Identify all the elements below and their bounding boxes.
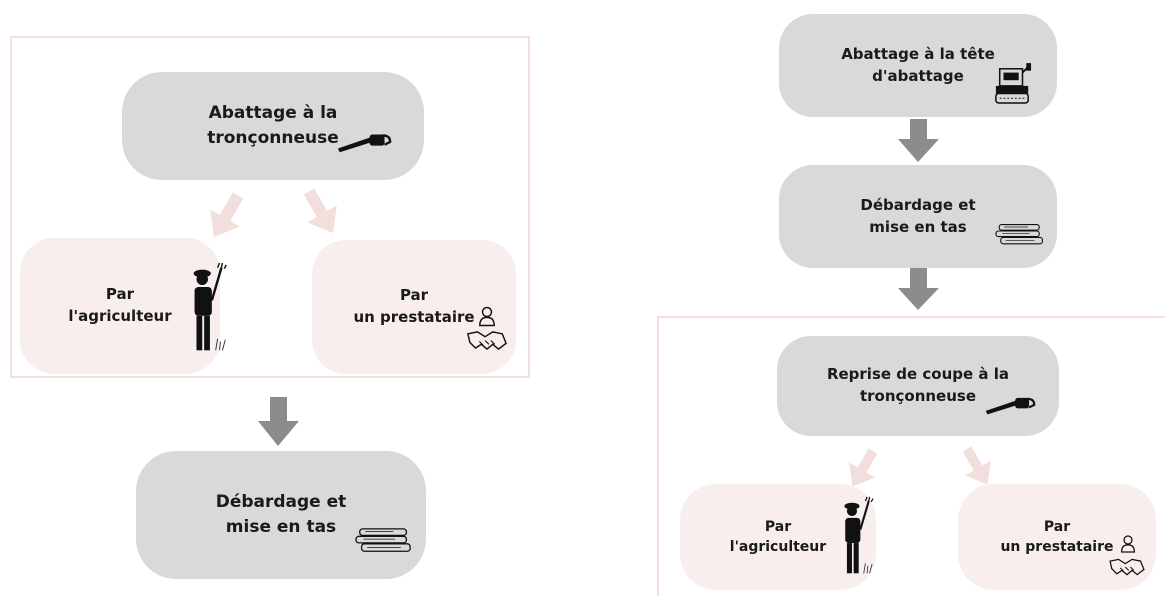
chainsaw-icon [337,134,392,153]
arrow-felling-to-farmer [210,192,244,238]
person-icon [1120,535,1136,553]
box-label: Débardage et mise en tas [215,492,347,537]
box-recut-chainsaw: Reprise de coupe à la tronçonneuse [777,336,1059,436]
left-option-frame [10,36,530,378]
box-label: Reprise de coupe à la tronçonneuse [826,365,1010,405]
box-label: Abattage à la tronçonneuse [207,103,339,148]
box-felling-head: Abattage à la tête d'abattage [779,14,1057,117]
box-by-contractor: Par un prestataire [312,240,516,374]
arrow-recut-to-farmer [849,448,878,487]
person-icon [479,306,495,327]
right-option-frame [657,316,1165,596]
box-label: Par un prestataire [1000,518,1114,555]
log-pile-icon [355,528,411,552]
box-label: Par l'agriculteur [729,518,827,555]
box-by-contractor-right: Par un prestataire [958,484,1156,590]
harvester-icon [995,63,1032,104]
box-label: Par l'agriculteur [68,285,172,325]
arrow-recut-to-contractor [962,446,991,485]
box-skidding-left: Débardage et mise en tas [136,451,426,579]
farmer-icon [193,262,227,351]
box-chainsaw-felling: Abattage à la tronçonneuse [122,72,424,180]
box-by-farmer: Par l'agriculteur [20,238,220,374]
farmer-icon [844,496,874,574]
arrow-felling-to-contractor [303,188,337,234]
box-label: Abattage à la tête d'abattage [841,44,995,85]
handshake-icon [467,331,507,351]
box-label: Par un prestataire [353,286,475,326]
arrow-skidding-to-recut [898,268,939,310]
box-skidding-right: Débardage et mise en tas [779,165,1057,268]
chainsaw-icon [985,397,1036,415]
arrow-left-to-skidding [258,397,299,446]
handshake-icon [1109,558,1145,576]
box-by-farmer-right: Par l'agriculteur [680,484,876,590]
arrow-head-to-skidding [898,119,939,162]
log-pile-icon [995,224,1043,245]
box-label: Débardage et mise en tas [860,195,976,236]
